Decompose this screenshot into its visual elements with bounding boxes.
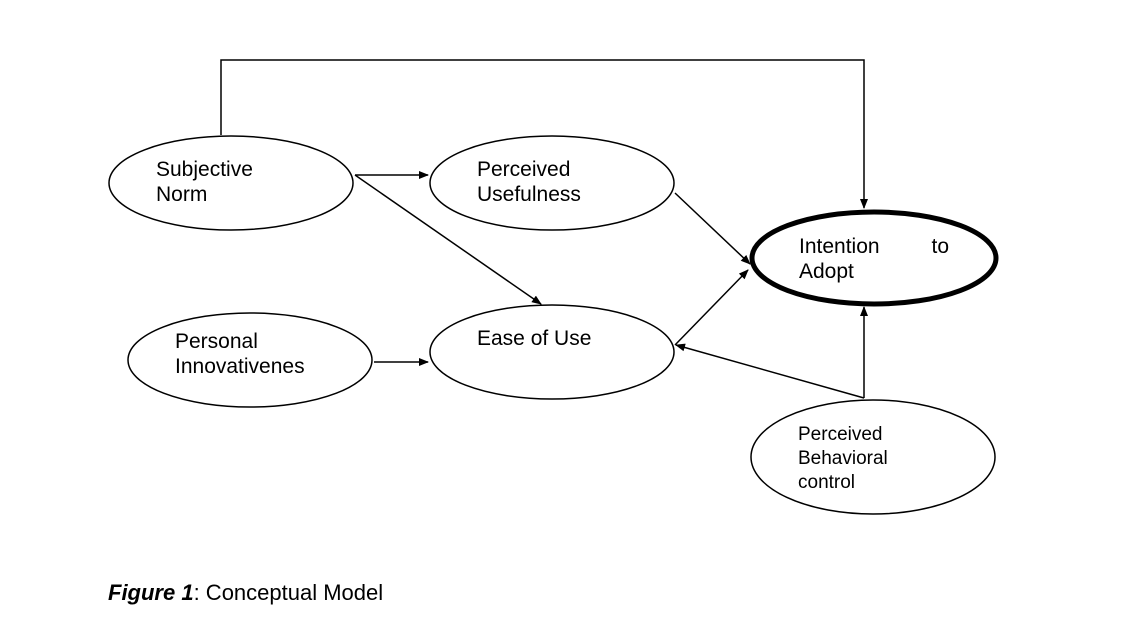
- intention-line1: Intention to: [799, 234, 949, 259]
- node-subjective-norm: [108, 135, 354, 231]
- edge-ease-of-use-to-intention: [674, 269, 749, 346]
- edge-usefulness-to-intention: [674, 192, 751, 265]
- edge-behavioral-control-to-ease-of-use: [675, 343, 865, 399]
- figure-number: Figure 1: [108, 580, 194, 605]
- perceived-usefulness-label: Perceived Usefulness: [477, 157, 581, 207]
- intention-line2: Adopt: [799, 260, 854, 283]
- perceived-usefulness-line1: Perceived: [477, 158, 571, 181]
- intention-line1-word2: to: [931, 235, 949, 258]
- edge-subjective-norm-to-intention: [220, 59, 868, 209]
- node-intention-to-adopt: [749, 209, 999, 307]
- edge-subjective-norm-to-ease-of-use: [354, 174, 542, 305]
- personal-innovativeness-line2: Innovativenes: [175, 355, 305, 378]
- node-ease-of-use: [429, 304, 675, 400]
- node-personal-innovativeness: [127, 312, 373, 408]
- perceived-usefulness-line2: Usefulness: [477, 183, 581, 206]
- intention-line1-word1: Intention: [799, 235, 880, 258]
- behavioral-control-line2: Behavioral: [798, 448, 888, 469]
- personal-innovativeness-line1: Personal: [175, 330, 258, 353]
- subjective-norm-line2: Norm: [156, 183, 208, 206]
- node-perceived-behavioral-control: [750, 399, 996, 515]
- behavioral-control-line3: control: [798, 472, 856, 493]
- node-perceived-usefulness: [429, 135, 675, 231]
- figure-caption: Figure 1: Conceptual Model: [108, 580, 383, 606]
- behavioral-control-line1: Perceived: [798, 424, 883, 445]
- subjective-norm-line1: Subjective: [156, 158, 253, 181]
- figure-caption-text: : Conceptual Model: [193, 580, 384, 605]
- personal-innovativeness-label: Personal Innovativenes: [175, 329, 305, 379]
- intention-to-adopt-label: Intention to Adopt: [799, 234, 949, 284]
- ease-of-use-label: Ease of Use: [477, 326, 591, 351]
- perceived-behavioral-control-label: Perceived Behavioral control: [798, 423, 888, 495]
- ease-of-use-line1: Ease of Use: [477, 327, 592, 350]
- subjective-norm-label: Subjective Norm: [156, 157, 253, 207]
